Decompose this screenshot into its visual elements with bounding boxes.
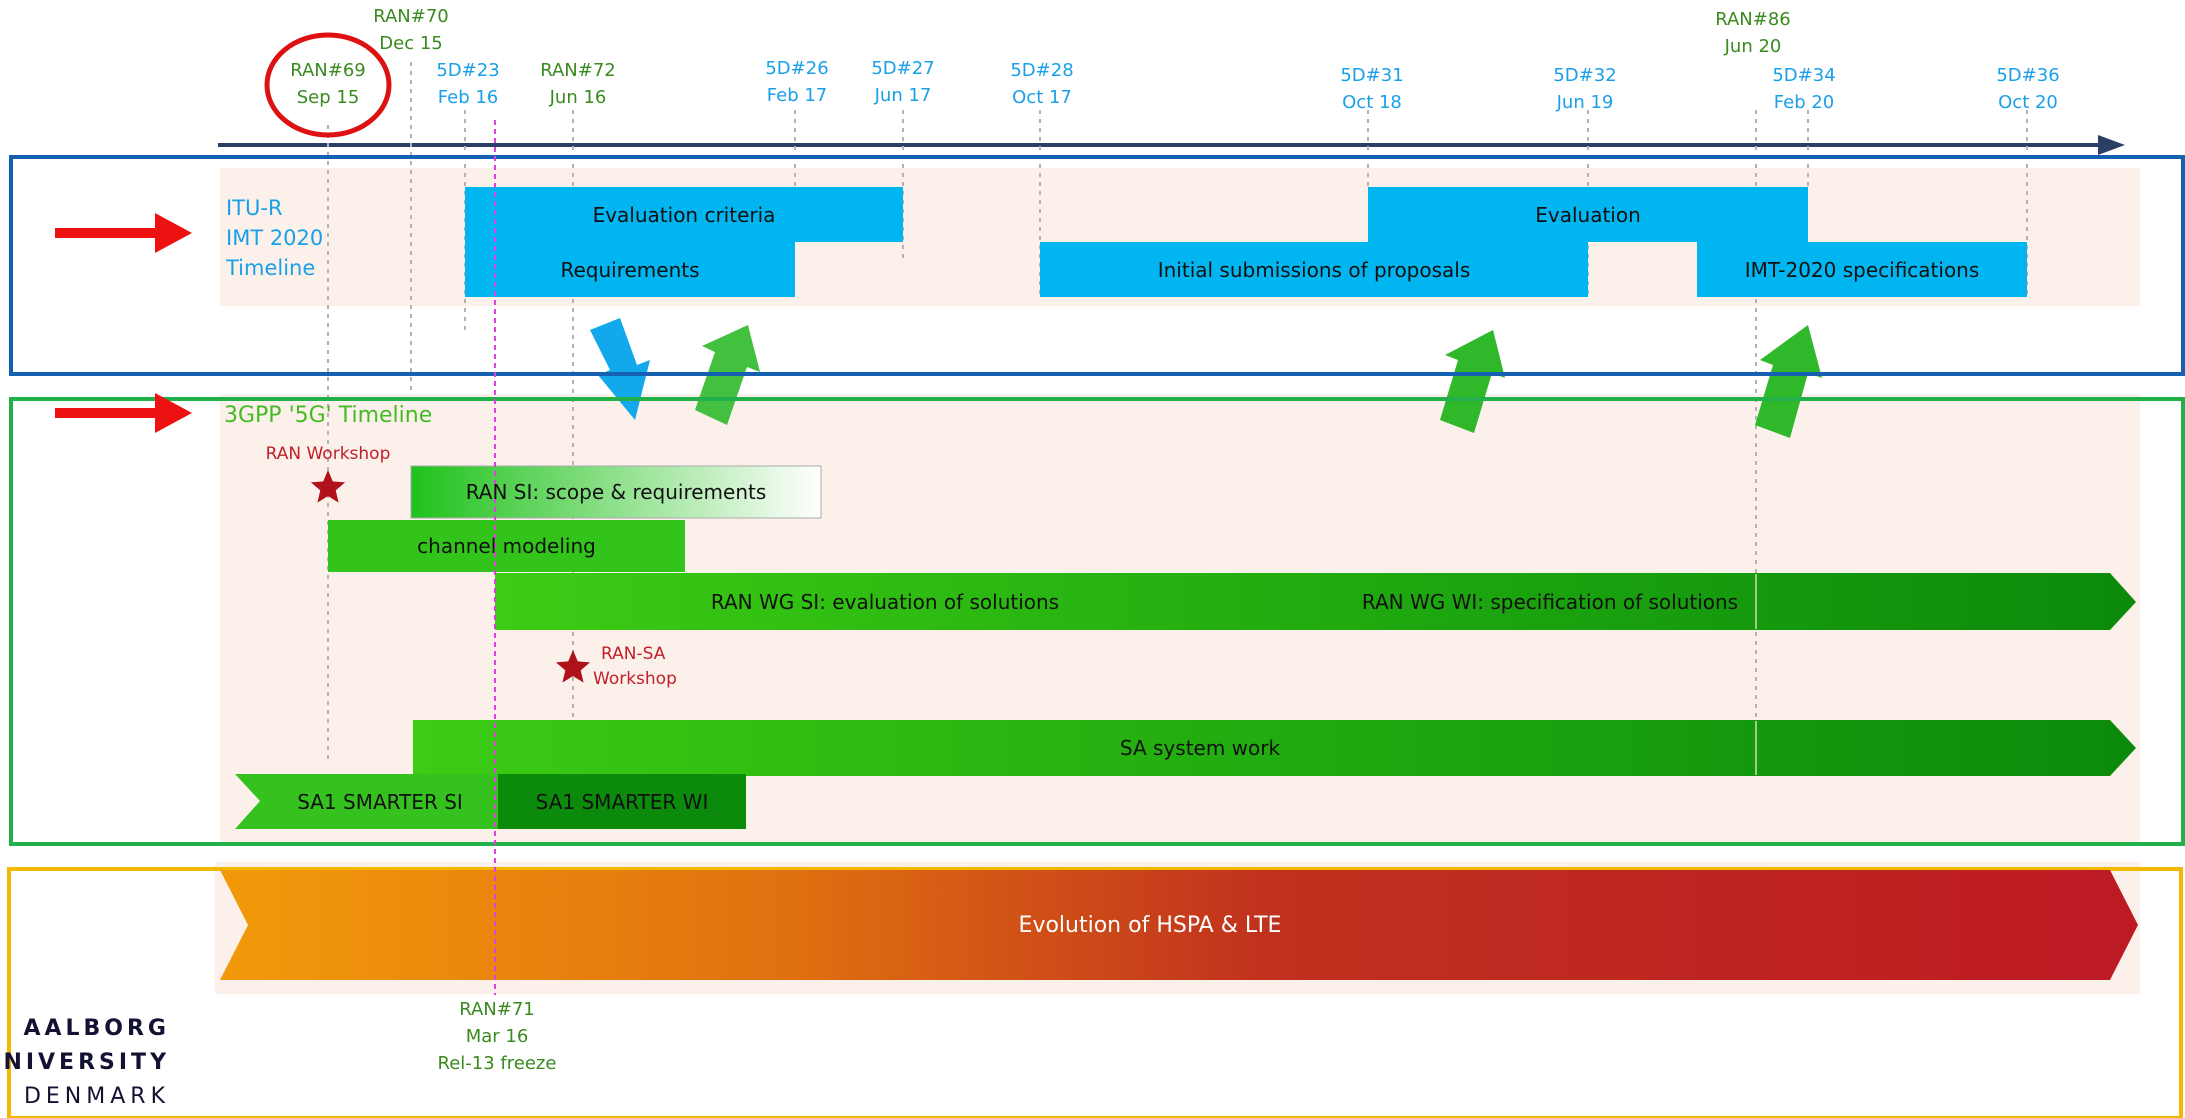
ran-sa-workshop-line: RAN-SA xyxy=(601,644,666,664)
milestone-date: Feb 16 xyxy=(437,87,499,108)
star-ran-workshop xyxy=(310,470,346,503)
bar-ran-si xyxy=(410,465,822,519)
label-ran-wg-wi: RAN WG WI: specification of solutions xyxy=(1361,589,1739,614)
label-requirements: Requirements xyxy=(560,257,700,282)
milestone-label: RAN#69 xyxy=(290,60,366,81)
red-arrow-gpp xyxy=(55,393,192,433)
milestone-label: RAN#72 xyxy=(540,60,616,81)
gpp-section-label: 3GPP '5G' Timeline xyxy=(224,403,433,428)
bar-imt-specs xyxy=(1697,242,2027,297)
label-imt-specs: IMT-2020 specifications xyxy=(1744,257,1980,282)
milestone-label: RAN#86 xyxy=(1715,9,1791,30)
itu-section-box xyxy=(9,155,2185,376)
label-ran-wg-si: RAN WG SI: evaluation of solutions xyxy=(710,589,1060,614)
milestone-sd32: 5D#32 Jun 19 xyxy=(1525,62,1645,116)
bar-requirements xyxy=(465,242,795,297)
bar-channel-modeling xyxy=(328,520,685,572)
bar-sa1-si xyxy=(235,774,498,829)
highlight-ring xyxy=(264,32,392,138)
bar-evaluation xyxy=(1368,187,1808,242)
ran-sa-workshop-label: RAN-SA Workshop xyxy=(583,642,693,692)
label-evolution: Evolution of HSPA & LTE xyxy=(1018,912,1282,938)
bar-sa1-wi xyxy=(498,774,746,829)
itu-label-line: Timeline xyxy=(226,256,316,280)
milestone-ran72: RAN#72 Jun 16 xyxy=(518,57,638,111)
milestone-label: 5D#28 xyxy=(1010,60,1074,81)
milestone-sd26: 5D#26 Feb 17 xyxy=(737,55,857,109)
red-arrow-itu xyxy=(55,213,192,253)
milestone-date: Jun 19 xyxy=(1556,92,1614,113)
milestone-date: Oct 20 xyxy=(1998,92,2058,113)
milestone-label: 5D#27 xyxy=(871,58,935,79)
logo-line-2: NIVERSITY xyxy=(3,1050,170,1075)
ran-sa-workshop-line: Workshop xyxy=(593,669,677,689)
itu-section-label: ITU-R IMT 2020 Timeline xyxy=(226,193,323,283)
label-sa1-wi: SA1 SMARTER WI xyxy=(535,789,709,814)
milestone-sd34: 5D#34 Feb 20 xyxy=(1744,62,1864,116)
label-evaluation: Evaluation xyxy=(1535,202,1641,227)
bar-evolution xyxy=(220,870,2138,980)
milestone-ran86: RAN#86 Jun 20 xyxy=(1693,6,1813,60)
milestone-label: 5D#34 xyxy=(1772,65,1836,86)
milestone-label: 5D#26 xyxy=(765,58,829,79)
itu-label-line: ITU-R xyxy=(226,196,283,220)
label-initial-submissions: Initial submissions of proposals xyxy=(1157,257,1471,282)
label-channel-modeling: channel modeling xyxy=(417,534,596,558)
milestone-date: Dec 15 xyxy=(379,33,443,54)
freeze-line-3: Rel-13 freeze xyxy=(437,1053,557,1074)
milestone-date: Feb 17 xyxy=(766,85,828,106)
down-arrow-blue xyxy=(590,318,650,420)
bar-evaluation-criteria xyxy=(465,187,903,242)
freeze-line-1: RAN#71 xyxy=(459,999,535,1020)
bar-sa-system xyxy=(413,720,2136,776)
milestone-date: Oct 17 xyxy=(1012,87,1072,108)
milestone-sd28: 5D#28 Oct 17 xyxy=(982,57,1102,111)
label-evaluation-criteria: Evaluation criteria xyxy=(592,202,776,227)
milestone-date: Oct 18 xyxy=(1342,92,1402,113)
bar-ran-wg xyxy=(495,573,2136,630)
logo-line-1: AALBORG xyxy=(23,1016,170,1041)
freeze-label: RAN#71 Mar 16 Rel-13 freeze xyxy=(387,996,607,1077)
milestone-label: 5D#31 xyxy=(1340,65,1404,86)
label-sa-system: SA system work xyxy=(1119,736,1281,760)
milestone-date: Sep 15 xyxy=(296,87,360,108)
time-axis-arrowhead xyxy=(2098,135,2125,155)
gpp-section-box xyxy=(9,397,2185,846)
up-arrow-green-3 xyxy=(1755,325,1822,438)
milestone-date: Jun 20 xyxy=(1724,36,1782,57)
milestone-ran70: RAN#70 Dec 15 xyxy=(351,3,471,57)
milestone-date: Feb 20 xyxy=(1773,92,1835,113)
ran-workshop-label: RAN Workshop xyxy=(265,444,391,464)
milestone-sd31: 5D#31 Oct 18 xyxy=(1312,62,1432,116)
freeze-line-2: Mar 16 xyxy=(465,1026,529,1047)
milestone-sd27: 5D#27 Jun 17 xyxy=(843,55,963,109)
label-ran-si: RAN SI: scope & requirements xyxy=(465,480,767,504)
aalborg-logo: AALBORG NIVERSITY DENMARK xyxy=(0,1012,170,1114)
bar-initial-submissions xyxy=(1040,242,1588,297)
milestone-label: 5D#32 xyxy=(1553,65,1617,86)
milestone-sd23: 5D#23 Feb 16 xyxy=(408,57,528,111)
milestone-label: 5D#23 xyxy=(436,60,500,81)
milestone-label: RAN#70 xyxy=(373,6,449,27)
milestone-sd36: 5D#36 Oct 20 xyxy=(1968,62,2088,116)
itu-label-line: IMT 2020 xyxy=(226,226,324,250)
up-arrow-green-2 xyxy=(1440,330,1505,433)
star-ran-sa-workshop xyxy=(555,650,591,683)
milestone-ran69: RAN#69 Sep 15 xyxy=(268,57,388,111)
milestone-label: 5D#36 xyxy=(1996,65,2060,86)
milestone-date: Jun 16 xyxy=(549,87,607,108)
evolution-section-box xyxy=(7,867,2183,1118)
milestone-date: Jun 17 xyxy=(874,85,932,106)
logo-line-3: DENMARK xyxy=(23,1084,170,1109)
label-sa1-si: SA1 SMARTER SI xyxy=(297,789,463,814)
